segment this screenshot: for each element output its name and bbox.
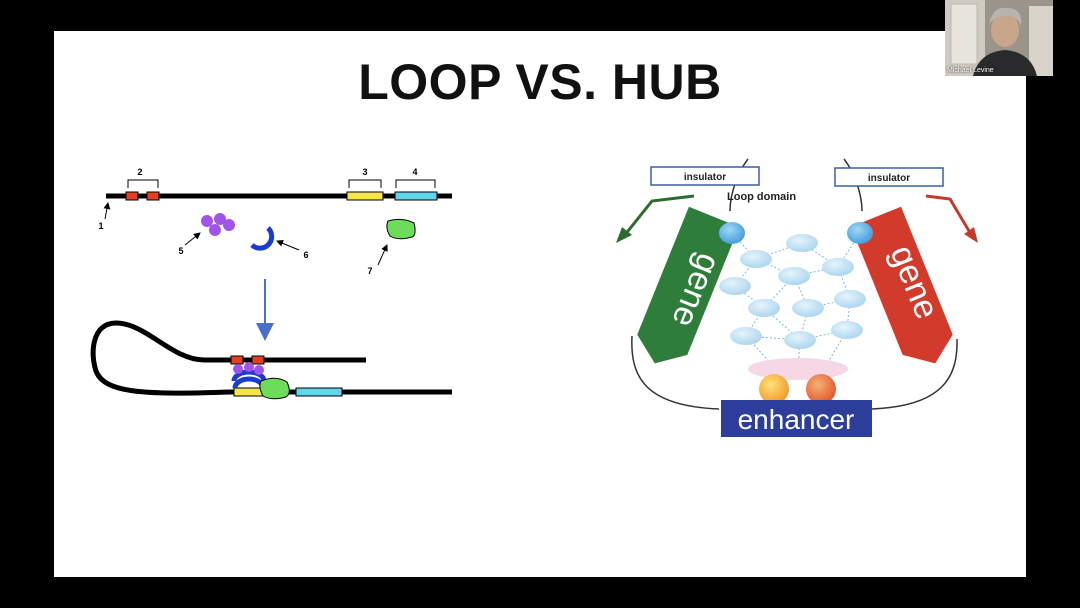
- hub-protein: [740, 250, 772, 268]
- slide-figures: 2 3 4 1 5 6 7: [90, 158, 978, 437]
- hub-protein: [730, 327, 762, 345]
- transcription-factor-orange: [759, 374, 789, 404]
- hub-protein: [834, 290, 866, 308]
- label-7-arrow: [377, 244, 388, 266]
- insulator-box-left: [650, 166, 760, 186]
- enhancer-box: [721, 400, 872, 437]
- looped-gene-element: [295, 387, 343, 397]
- label-2: 2: [137, 167, 142, 177]
- bracket-3: [348, 179, 382, 188]
- label-1: 1: [98, 221, 103, 231]
- label-6-arrow: [276, 240, 300, 251]
- hub-protein: [778, 267, 810, 285]
- polymerase-protein-7: [386, 218, 416, 240]
- transcription-arrowhead-right: [964, 227, 978, 243]
- label-6: 6: [303, 250, 308, 260]
- hub-protein: [719, 277, 751, 295]
- label-1-arrow: [103, 202, 111, 220]
- insulator-label-right: insulator: [868, 173, 910, 184]
- bracket-4: [395, 179, 436, 188]
- participant-video-feed: [945, 0, 1053, 76]
- transcription-arrow-right: [925, 194, 974, 237]
- promoter-element: [346, 191, 384, 201]
- transcription-arrow-left: [622, 194, 695, 237]
- participant-video-tile[interactable]: Michael Levine: [945, 0, 1053, 76]
- hub-figure: insulator insulator Loop domain gene gen…: [616, 158, 978, 437]
- label-5: 5: [178, 246, 183, 256]
- mediator-blob: [748, 358, 848, 380]
- hub-protein: [792, 299, 824, 317]
- label-7: 7: [367, 266, 372, 276]
- hub-protein: [748, 299, 780, 317]
- enhancer-element-1: [125, 191, 139, 201]
- participant-name: Michael Levine: [947, 67, 994, 74]
- insulator-box-right: [834, 167, 944, 187]
- transcription-complex: [231, 362, 290, 400]
- label-3: 3: [362, 167, 367, 177]
- insulator-label-left: insulator: [684, 172, 726, 183]
- presentation-slide: LOOP VS. HUB: [54, 31, 1026, 577]
- enhancer-element-2: [146, 191, 160, 201]
- hub-chromatin-right: [871, 338, 958, 410]
- hub-protein: [786, 234, 818, 252]
- bracket-2: [127, 179, 159, 188]
- loop-domain-label: Loop domain: [727, 191, 796, 203]
- hub-protein: [822, 258, 854, 276]
- slide-title: LOOP VS. HUB: [358, 54, 722, 110]
- label-4: 4: [412, 167, 417, 177]
- activator-protein-5: [201, 213, 235, 236]
- label-5-arrow: [184, 232, 201, 246]
- hub-chromatin-left: [631, 335, 720, 410]
- hub-proteins: [719, 234, 866, 349]
- transcription-arrowhead-left: [616, 227, 632, 243]
- loop-figure: 2 3 4 1 5 6 7: [90, 167, 452, 400]
- gene-element: [394, 191, 438, 201]
- hub-protein: [831, 321, 863, 339]
- transcription-factor-red: [806, 374, 836, 404]
- looped-enhancer-2: [251, 355, 265, 365]
- looped-enhancer-1: [230, 355, 244, 365]
- chromatin-loop: [90, 320, 452, 396]
- enhancer-label: enhancer: [738, 404, 855, 435]
- cofactor-protein-6: [250, 226, 275, 251]
- hub-protein: [784, 331, 816, 349]
